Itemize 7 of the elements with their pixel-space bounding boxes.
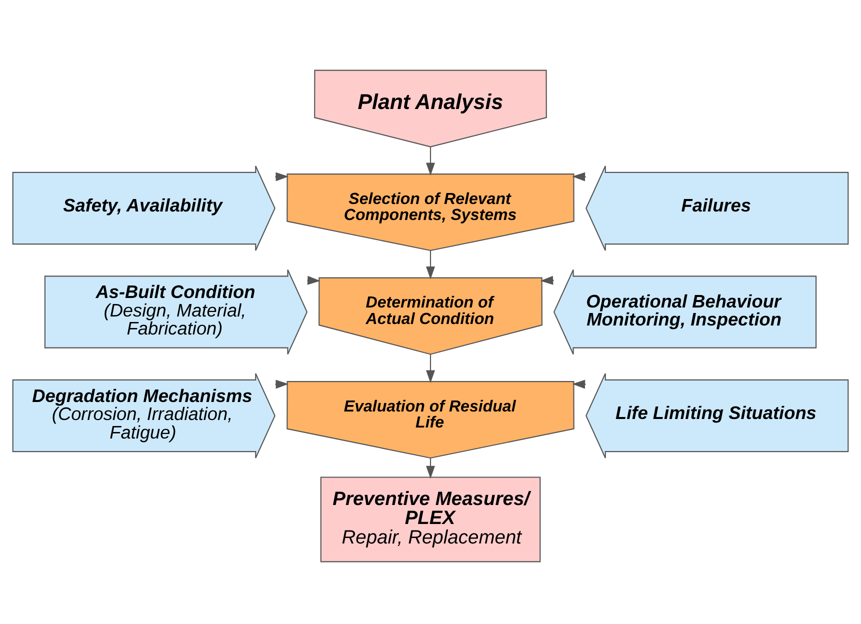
arrow xyxy=(426,458,435,479)
node-box: Preventive Measures/ PLEX Repair, Replacement xyxy=(320,476,541,562)
arrow xyxy=(572,172,586,182)
arrow xyxy=(572,380,586,389)
arrow xyxy=(426,146,435,176)
arrow xyxy=(426,250,435,280)
arrow xyxy=(426,354,435,384)
